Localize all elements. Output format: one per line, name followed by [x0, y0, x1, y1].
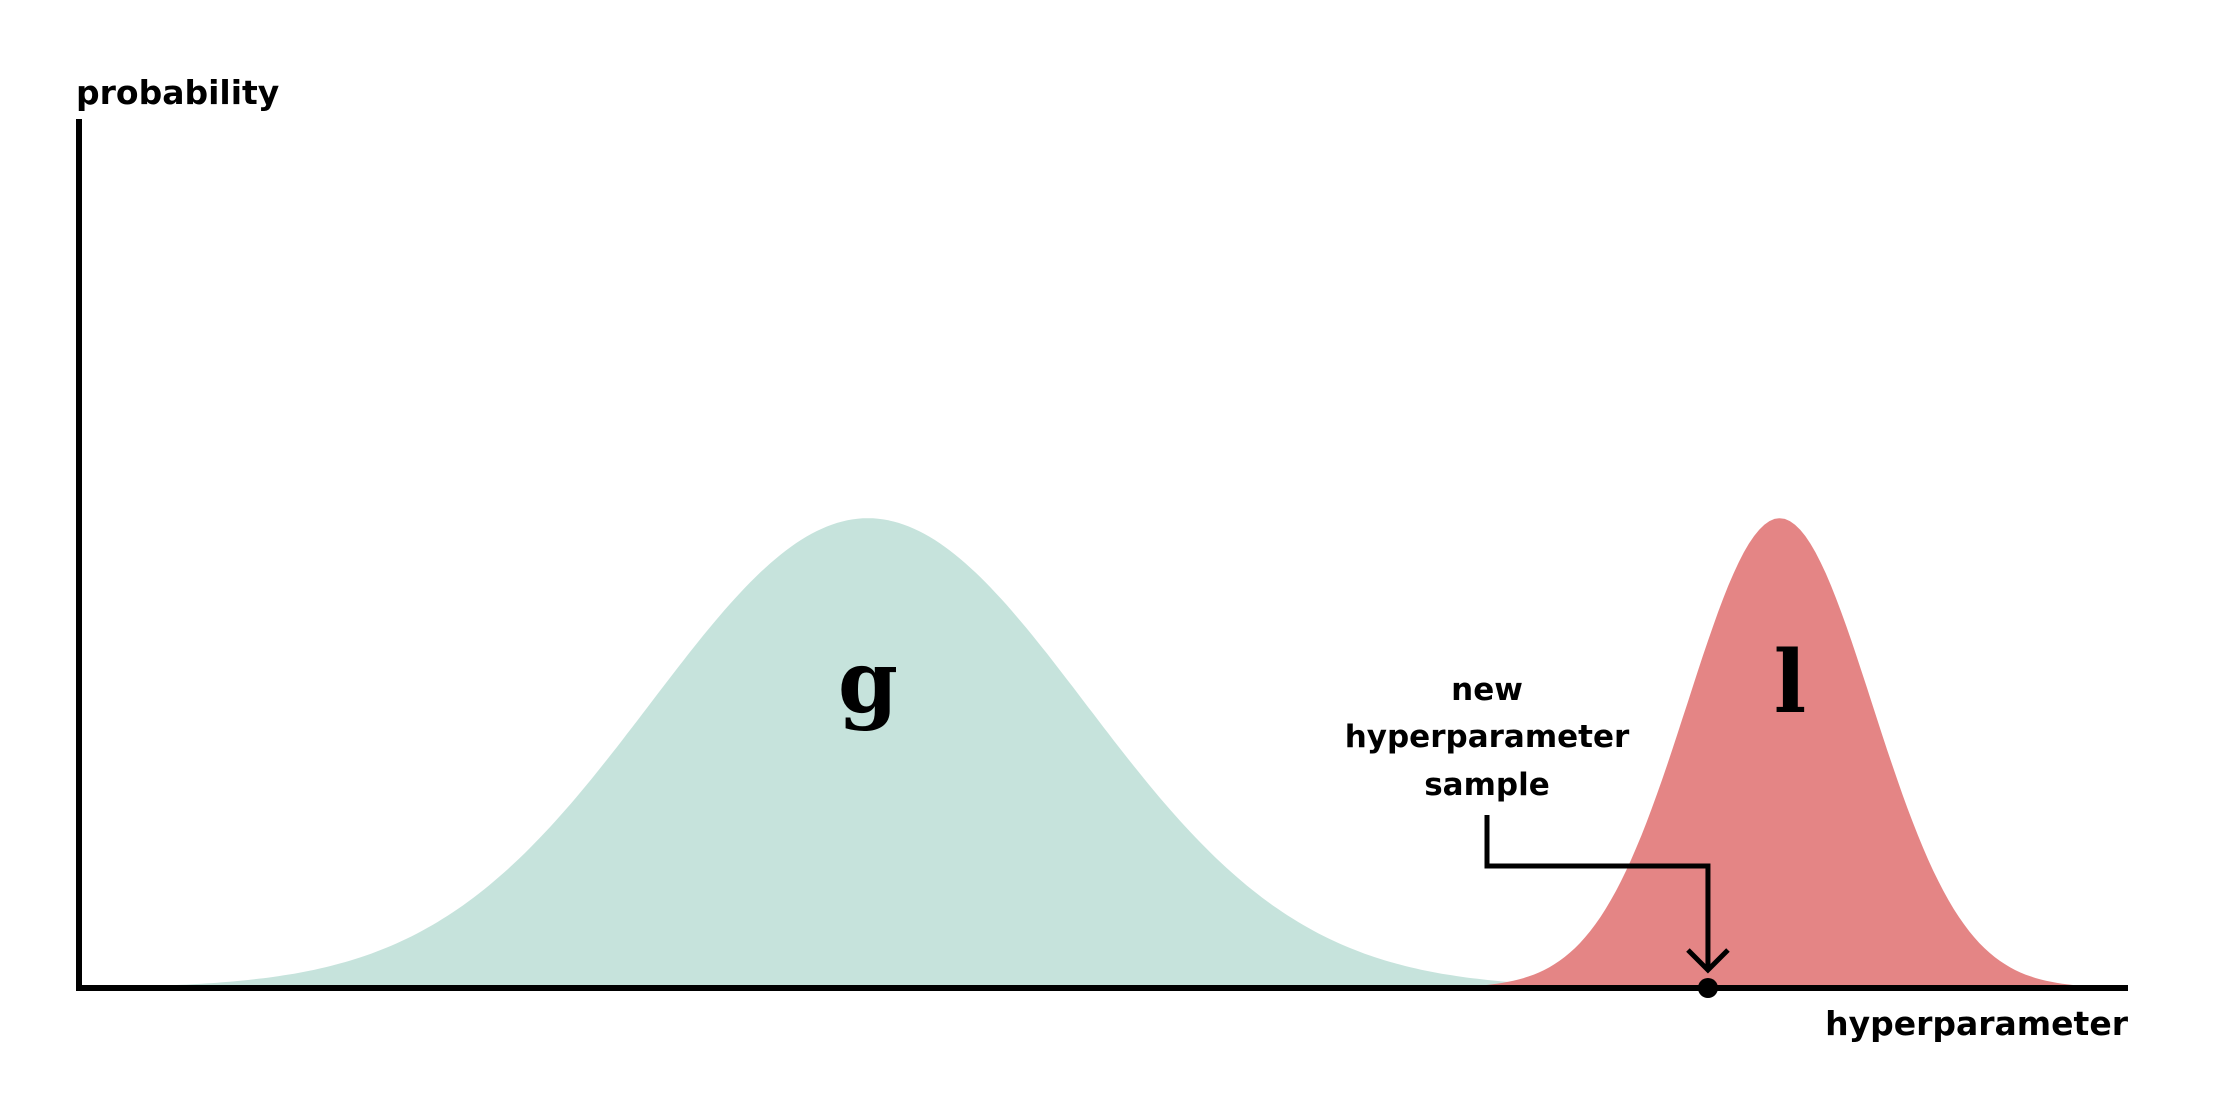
annotation-line-2: hyperparameter — [1345, 719, 1630, 755]
distribution-g-label: g — [838, 632, 898, 733]
distribution-l-curve — [1441, 518, 2118, 988]
y-axis-label: probability — [76, 73, 279, 112]
distribution-l-label: l — [1774, 632, 1807, 733]
annotation-line-1: new — [1451, 672, 1523, 708]
arrowhead-icon — [1686, 948, 1730, 974]
annotation-arrow — [1484, 815, 1711, 970]
x-axis-label: hyperparameter — [1825, 1004, 2129, 1043]
distribution-g-curve — [79, 518, 1667, 988]
annotation-line-3: sample — [1424, 767, 1550, 803]
sample-point-marker — [1697, 978, 1718, 998]
